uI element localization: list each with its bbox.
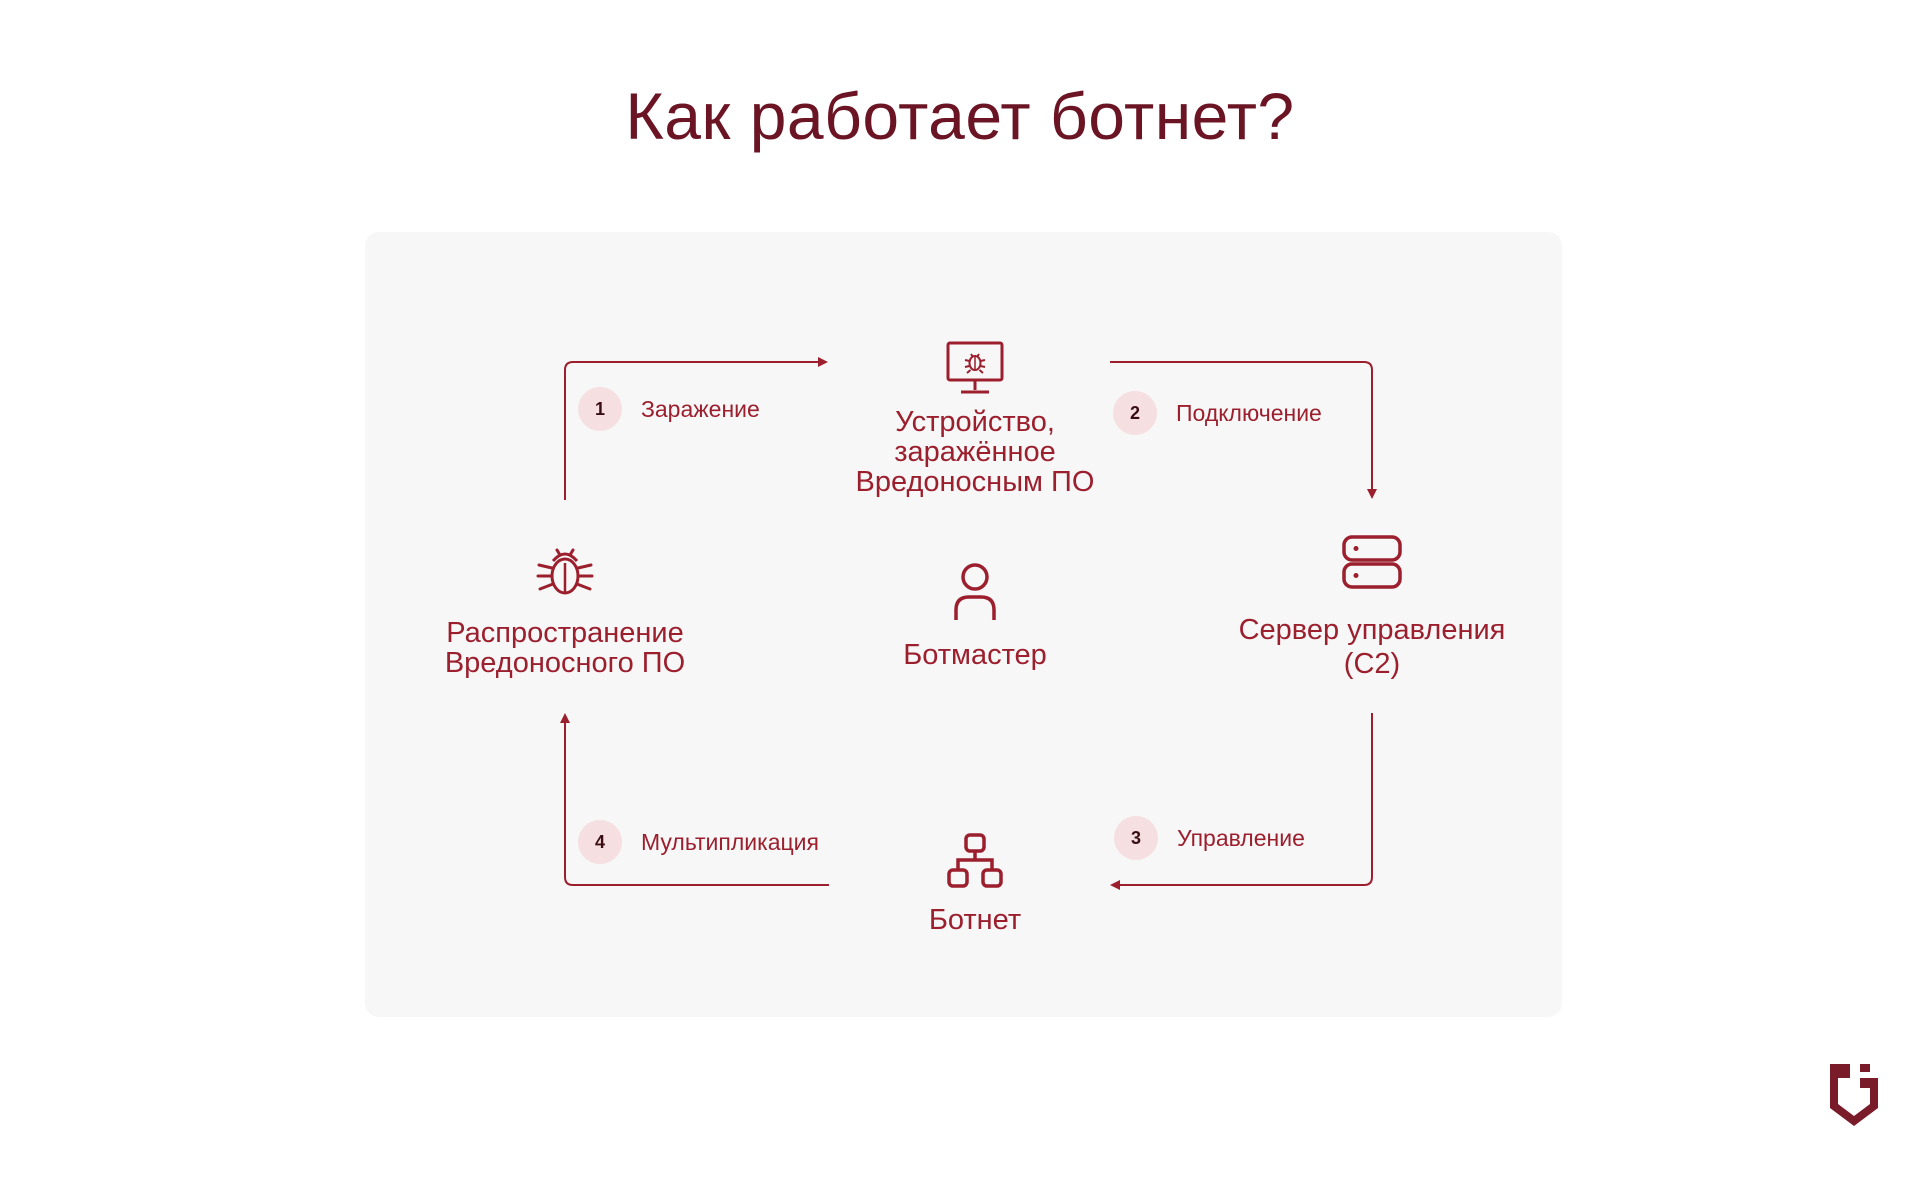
step-4-label: Мультипликация — [641, 828, 819, 855]
infected-device-label-line2: заражённое — [894, 436, 1056, 468]
user-icon — [954, 563, 996, 620]
step-2-label: Подключение — [1176, 399, 1322, 426]
step-1: 1 Заражение — [578, 387, 760, 431]
infected-monitor-icon — [946, 341, 1004, 394]
shield-logo-icon — [1830, 1064, 1878, 1126]
step-4-number: 4 — [578, 820, 622, 864]
step-4: 4 Мультипликация — [578, 820, 819, 864]
c2-server-label: Сервер управления (C2) — [1212, 613, 1532, 681]
bug-icon — [536, 548, 594, 595]
server-icon — [1342, 535, 1402, 589]
infected-device-label: Устройство, заражённое Вредоносным ПО — [825, 407, 1125, 497]
network-hierarchy-icon — [947, 833, 1003, 888]
step-1-label: Заражение — [641, 395, 760, 422]
c2-server-label-line1: Сервер управления — [1238, 614, 1506, 646]
botnet-label: Ботнет — [928, 904, 1022, 936]
botmaster-label: Ботмастер — [903, 639, 1047, 671]
step-3-number: 3 — [1114, 816, 1158, 860]
infected-device-label-line1: Устройство, — [895, 406, 1055, 438]
step-2: 2 Подключение — [1113, 391, 1322, 435]
spread-label-line2: Вредоносного ПО — [444, 647, 686, 679]
step-2-number: 2 — [1113, 391, 1157, 435]
step-3: 3 Управление — [1114, 816, 1305, 860]
page-title: Как работает ботнет? — [625, 79, 1295, 153]
c2-server-label-line2: (C2) — [1343, 648, 1401, 680]
spread-label-line1: Распространение — [446, 617, 684, 649]
spread-label: Распространение Вредоносного ПО — [415, 618, 715, 678]
step-1-number: 1 — [578, 387, 622, 431]
infected-device-label-line3: Вредоносным ПО — [855, 466, 1095, 498]
step-3-label: Управление — [1177, 824, 1305, 851]
